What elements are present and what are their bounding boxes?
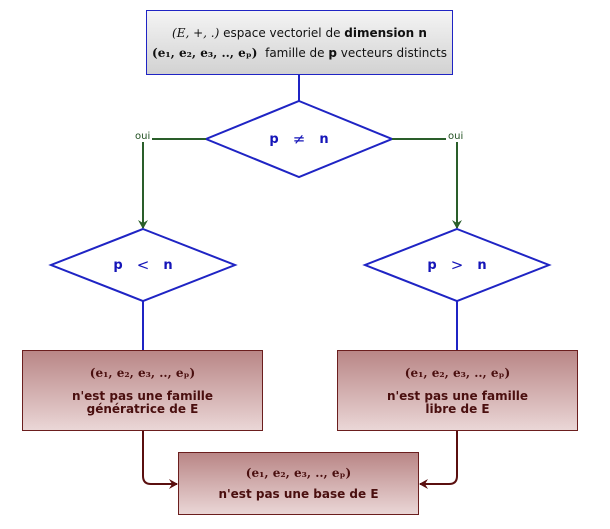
arrow-left-to-bottom — [142, 431, 178, 489]
condition-operator: ≠ — [292, 130, 306, 148]
family-text-2: vecteurs distincts — [336, 45, 447, 60]
condition-p-gt-n: p > n — [377, 253, 537, 277]
condition-operator: < — [136, 256, 150, 274]
branch-label-left: oui — [133, 131, 153, 142]
dimension-label: dimension n — [344, 25, 427, 40]
vector-family: (e₁, e₂, e₃, .., eₚ) — [152, 45, 258, 60]
family-text-1: famille de — [265, 45, 329, 60]
condition-left-operand: p — [269, 131, 279, 147]
result-tuple: (e₁, e₂, e₃, .., eₚ) — [404, 365, 511, 380]
hypothesis-line-1: (E, +, .) espace vectoriel de dimension … — [172, 26, 427, 40]
hypothesis-box: (E, +, .) espace vectoriel de dimension … — [146, 10, 453, 75]
condition-p-lt-n: p < n — [63, 253, 223, 277]
result-tuple: (e₁, e₂, e₃, .., eₚ) — [245, 466, 352, 480]
result-box-left: (e₁, e₂, e₃, .., eₚ) n'est pas une famil… — [22, 350, 263, 431]
condition-operator: > — [450, 256, 464, 274]
result-text: n'est pas une base de E — [218, 487, 379, 501]
family-p: p — [328, 45, 337, 60]
decision-diamond-top — [203, 99, 395, 179]
arrow-right-to-bottom — [419, 431, 458, 489]
condition-right-operand: n — [163, 257, 173, 273]
result-tuple: (e₁, e₂, e₃, .., eₚ) — [89, 365, 196, 380]
branch-label-right: oui — [446, 131, 466, 142]
condition-right-operand: n — [319, 131, 329, 147]
branch-arrow-left — [138, 138, 206, 229]
condition-left-operand: p — [113, 257, 123, 273]
hypothesis-line-2: (e₁, e₂, e₃, .., eₚ) famille de p vecteu… — [152, 46, 447, 60]
condition-right-operand: n — [477, 257, 487, 273]
hypothesis-text: espace vectoriel de — [223, 25, 345, 40]
branch-arrow-right — [392, 138, 462, 229]
condition-left-operand: p — [427, 257, 437, 273]
result-box-right: (e₁, e₂, e₃, .., eₚ) n'est pas une famil… — [337, 350, 578, 431]
result-box-bottom: (e₁, e₂, e₃, .., eₚ) n'est pas une base … — [178, 452, 419, 515]
result-text: n'est pas une famille libre de E — [386, 388, 529, 416]
condition-p-neq-n: p ≠ n — [219, 127, 379, 151]
structure-notation: (E, +, .) — [172, 25, 220, 40]
result-text: n'est pas une famille génératrice de E — [71, 388, 214, 416]
